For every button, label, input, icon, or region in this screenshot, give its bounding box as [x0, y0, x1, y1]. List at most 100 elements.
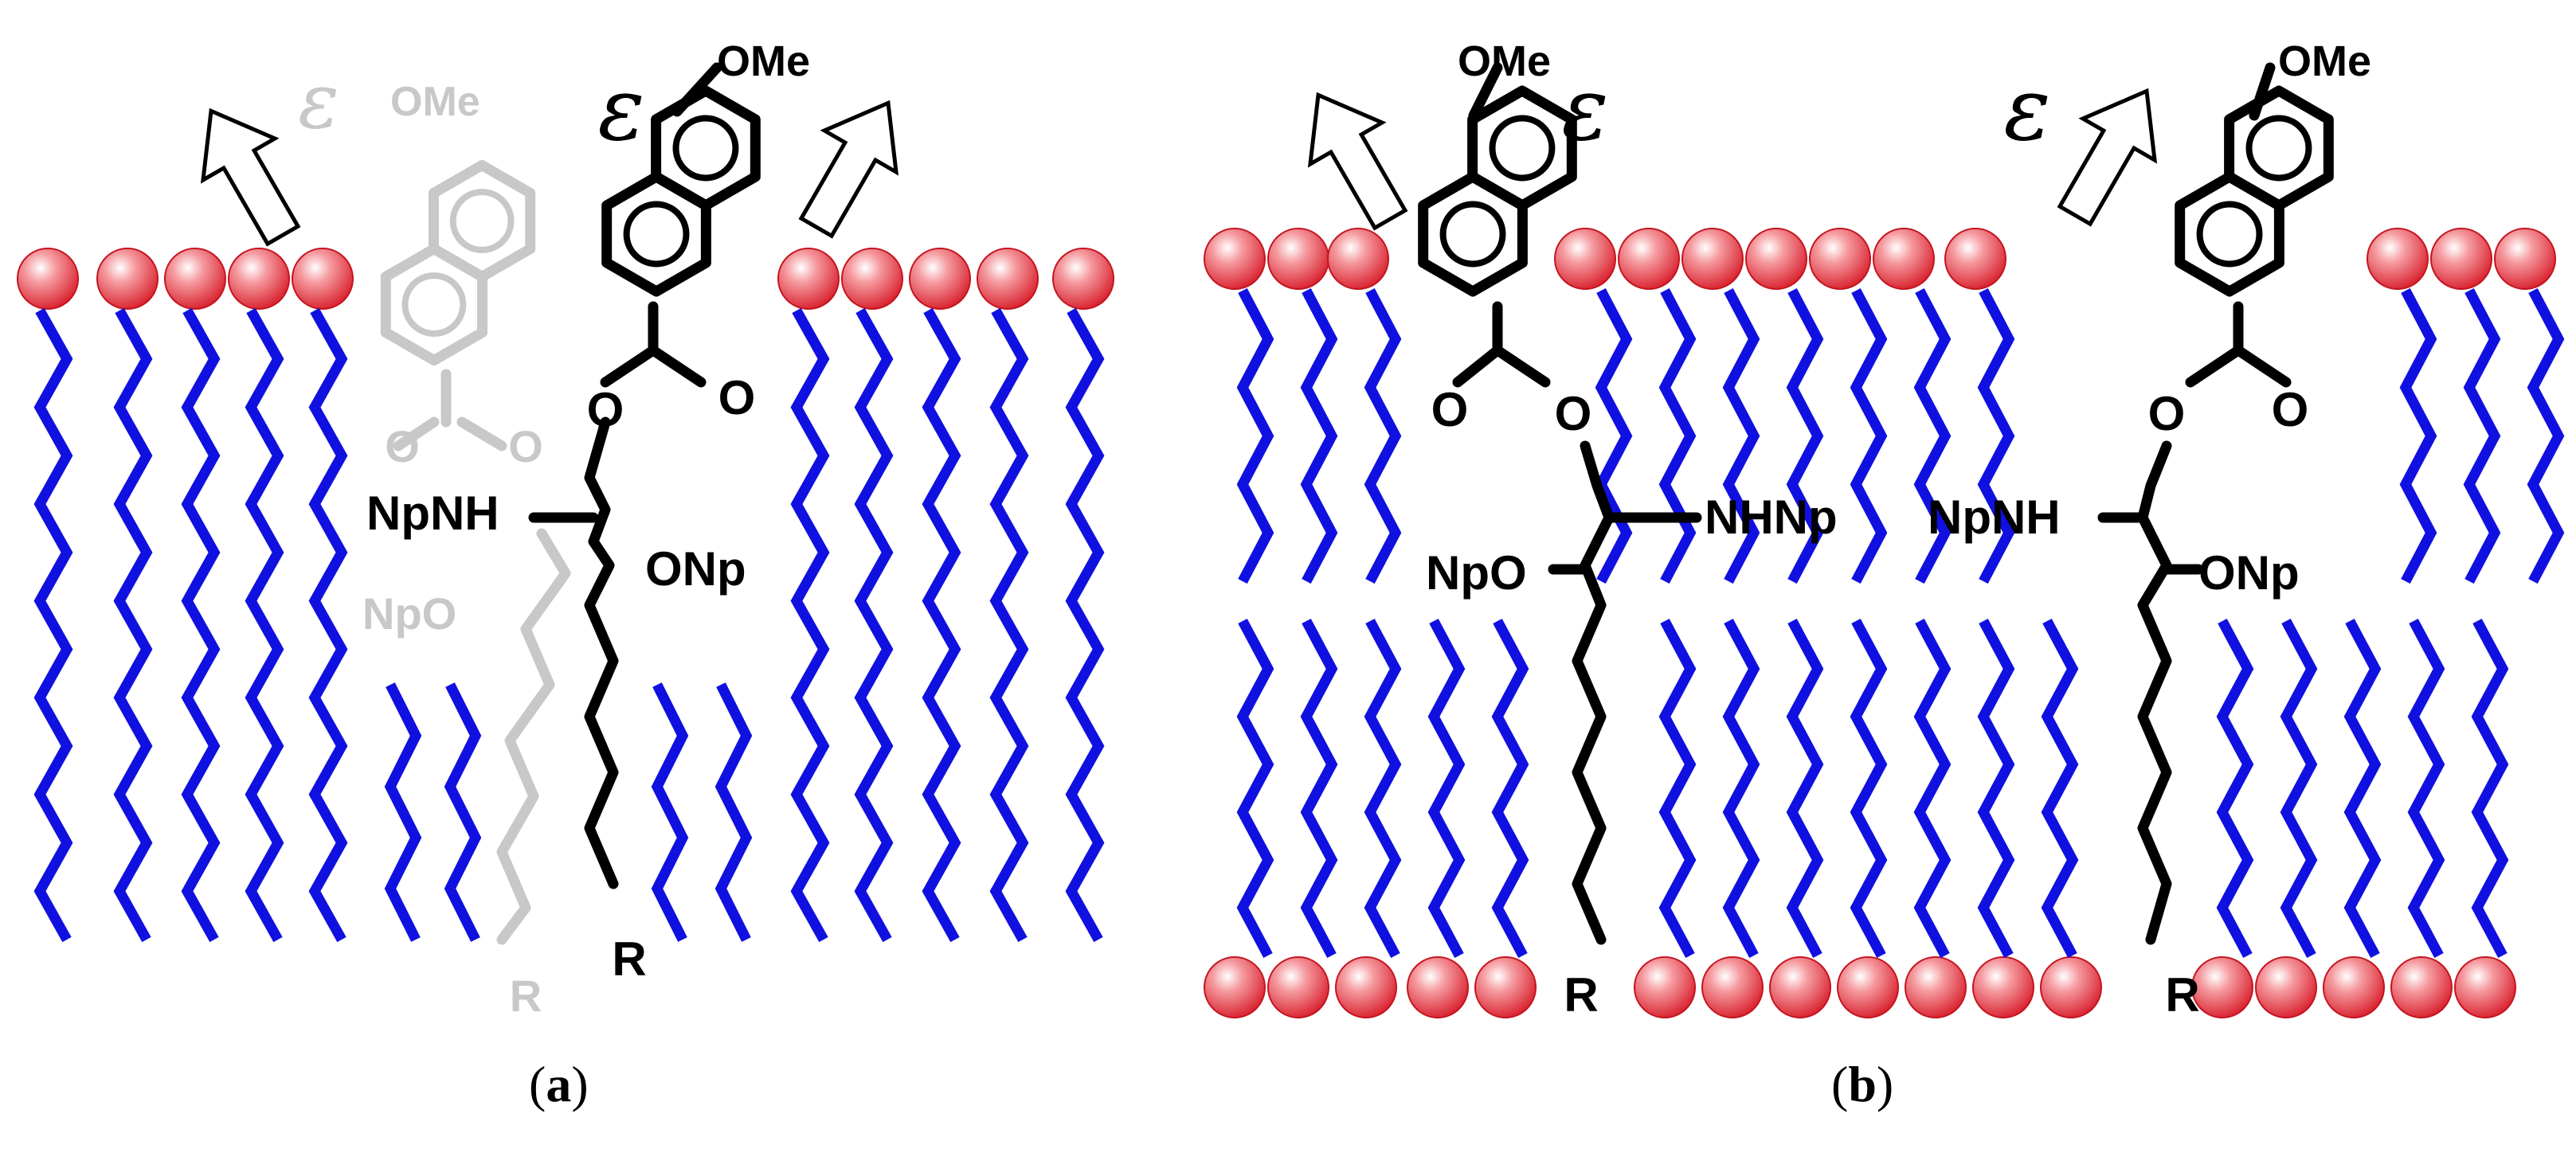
- lipid-tail-b-upper-10: [2399, 287, 2437, 584]
- ome-a: OMe: [717, 37, 810, 85]
- npnh-b: NpNH: [1928, 490, 2061, 544]
- lipid-tail-b-lower-12: [2216, 618, 2254, 959]
- caption-a: (a): [529, 1056, 589, 1112]
- lipid-tail-a-left-4: [308, 307, 348, 943]
- lipid-head-b-top-0: [1204, 228, 1266, 290]
- arrow-shape: [1307, 92, 1408, 231]
- lipid-head-b-top-8: [1873, 228, 1935, 290]
- epsilon-b-left: ε: [1561, 58, 1608, 160]
- lipid-tail-b-upper-8: [1913, 287, 1952, 584]
- lipid-head-b-bottom-16: [2454, 956, 2516, 1018]
- bond-b-left-3: [1492, 345, 1551, 388]
- lipid-tail-a-right-0: [790, 307, 830, 943]
- lipid-tail-a-short-3: [714, 682, 753, 942]
- lipid-tail-b-lower-14: [2343, 618, 2382, 959]
- lipid-tail-b-upper-5: [1722, 287, 1760, 584]
- naphthalene-a-ring-bottom: [601, 171, 711, 297]
- o-faded-1: O: [385, 421, 420, 471]
- up-arrow-icon-b-left: [1307, 92, 1408, 231]
- lipid-head-b-bottom-0: [1204, 956, 1266, 1018]
- aromatic-circle: [2196, 201, 2263, 268]
- lipid-layer: [17, 228, 2565, 1018]
- naphthalene-a-faded-ring-bottom: [380, 244, 488, 365]
- lipid-head-b-top-6: [1745, 228, 1807, 290]
- molecule-layer: [200, 62, 2334, 945]
- lipid-tail-a-right-2: [922, 307, 961, 943]
- epsilon-faded: ε: [298, 57, 339, 146]
- aromatic-circle: [401, 272, 467, 337]
- lipid-tail-b-upper-9: [1977, 287, 2015, 584]
- r-a: R: [612, 932, 646, 986]
- lipid-head-a-top-8: [977, 248, 1039, 310]
- lipid-head-b-bottom-9: [1905, 956, 1967, 1018]
- lipid-tail-a-left-3: [245, 307, 284, 943]
- up-arrow-icon-b-right: [2057, 88, 2158, 227]
- naphthalene-b-right-ring-bottom: [2175, 171, 2284, 297]
- lipid-head-b-bottom-12: [2191, 956, 2253, 1018]
- bond-ome-b-left: [1468, 62, 1503, 121]
- lipid-tail-b-lower-11: [2041, 618, 2079, 959]
- lipid-head-b-top-7: [1809, 228, 1871, 290]
- chain-a-faded: [496, 528, 571, 945]
- lipid-head-b-bottom-10: [1972, 956, 2034, 1018]
- lipid-head-b-bottom-8: [1837, 956, 1899, 1018]
- lipid-tail-b-lower-0: [1236, 618, 1274, 959]
- lipid-tail-b-lower-4: [1491, 618, 1529, 959]
- caption-b-letter: b: [1848, 1056, 1877, 1112]
- lipid-head-b-bottom-15: [2390, 956, 2453, 1018]
- bond-b-right-4: [2137, 440, 2172, 523]
- lipid-tail-a-short-1: [444, 682, 482, 942]
- chain-b-right: [2137, 512, 2172, 945]
- lipid-tail-b-lower-7: [1786, 618, 1824, 959]
- npo-faded: NpO: [362, 588, 456, 639]
- lipid-head-a-top-3: [228, 248, 290, 310]
- aromatic-circle: [1439, 201, 1506, 268]
- lipid-tail-b-lower-16: [2471, 618, 2509, 959]
- bond-b-left-2: [1452, 345, 1503, 388]
- lipid-tail-b-lower-3: [1427, 618, 1466, 959]
- lipid-tail-b-lower-6: [1722, 618, 1760, 959]
- lipid-head-a-top-2: [164, 248, 226, 310]
- ome-faded: OMe: [390, 79, 480, 125]
- onp-a: ONp: [645, 542, 746, 596]
- ome-b-right: OMe: [2278, 37, 2371, 85]
- lipid-head-b-bottom-4: [1474, 956, 1537, 1018]
- bond-a-4: [584, 416, 611, 547]
- lipid-tail-b-upper-2: [1364, 287, 1402, 584]
- lipid-tail-a-right-1: [854, 307, 894, 943]
- lipid-head-b-bottom-5: [1634, 956, 1696, 1018]
- lipid-tail-b-upper-0: [1236, 287, 1274, 584]
- chain-b-left: [1572, 512, 1615, 945]
- bond-ome-a: [671, 62, 722, 117]
- lipid-tail-b-lower-13: [2280, 618, 2318, 959]
- aromatic-circle: [449, 189, 515, 253]
- lipid-head-b-bottom-2: [1335, 956, 1397, 1018]
- bond-b-right-2: [2185, 345, 2244, 388]
- r-b-right: R: [2165, 968, 2199, 1022]
- carbonyl-a-faded: [393, 416, 440, 451]
- lipid-head-a-top-5: [777, 248, 840, 310]
- lipid-head-b-top-10: [2367, 228, 2429, 290]
- lipid-tail-b-upper-1: [1300, 287, 1338, 584]
- lipid-head-b-bottom-7: [1769, 956, 1831, 1018]
- lipid-head-a-top-1: [96, 248, 159, 310]
- lipid-head-b-bottom-14: [2323, 956, 2385, 1018]
- o-carbonyl-a: O: [718, 371, 756, 424]
- bond-a-2: [600, 345, 659, 388]
- lipid-head-b-bottom-1: [1267, 956, 1329, 1018]
- lipid-head-b-top-12: [2494, 228, 2556, 290]
- lipid-tail-a-short-2: [651, 682, 689, 942]
- ester-a-faded: [456, 416, 507, 451]
- nhnp-b: NHNp: [1705, 490, 1838, 544]
- lipid-head-b-bottom-11: [2040, 956, 2102, 1018]
- bond-b-left-4: [1580, 440, 1615, 523]
- lipid-head-a-top-7: [909, 248, 971, 310]
- lipid-head-a-top-6: [841, 248, 903, 310]
- lipid-head-b-top-2: [1327, 228, 1389, 290]
- lipid-tail-a-left-0: [33, 307, 73, 943]
- caption-a-letter: a: [546, 1056, 572, 1112]
- lipid-head-b-top-4: [1618, 228, 1680, 290]
- lipid-head-b-top-1: [1267, 228, 1329, 290]
